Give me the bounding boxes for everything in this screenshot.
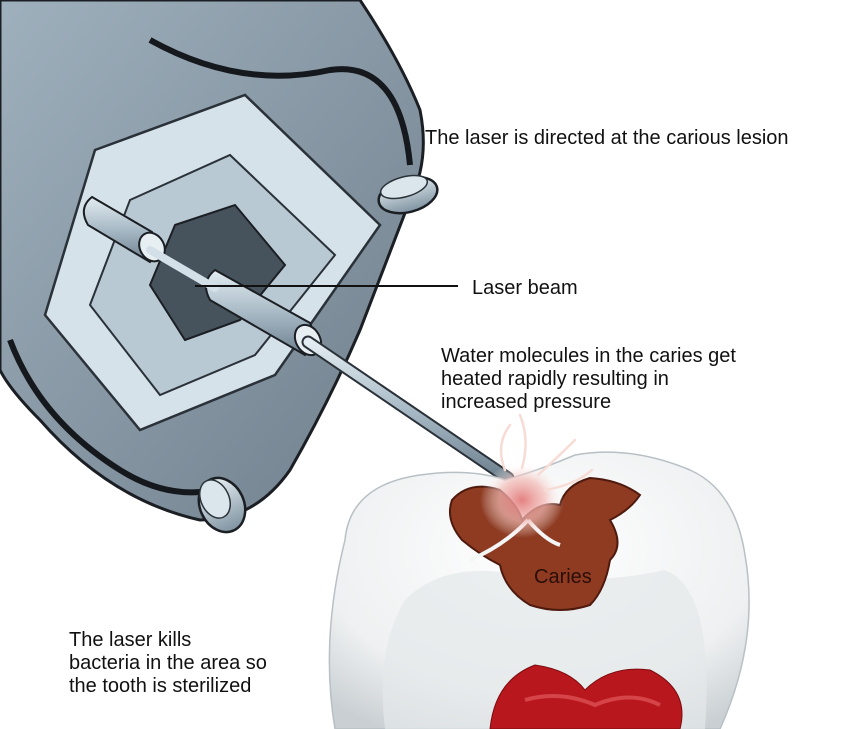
label-laser-beam: Laser beam [472, 277, 578, 300]
label-water-molecules: Water molecules in the caries get heated… [441, 345, 736, 414]
heat-glow [480, 462, 564, 538]
laser-handpiece [0, 0, 441, 540]
label-laser-directed: The laser is directed at the carious les… [425, 127, 789, 150]
label-laser-kills-bacteria: The laser kills bacteria in the area so … [69, 629, 267, 698]
label-caries: Caries [534, 566, 592, 589]
